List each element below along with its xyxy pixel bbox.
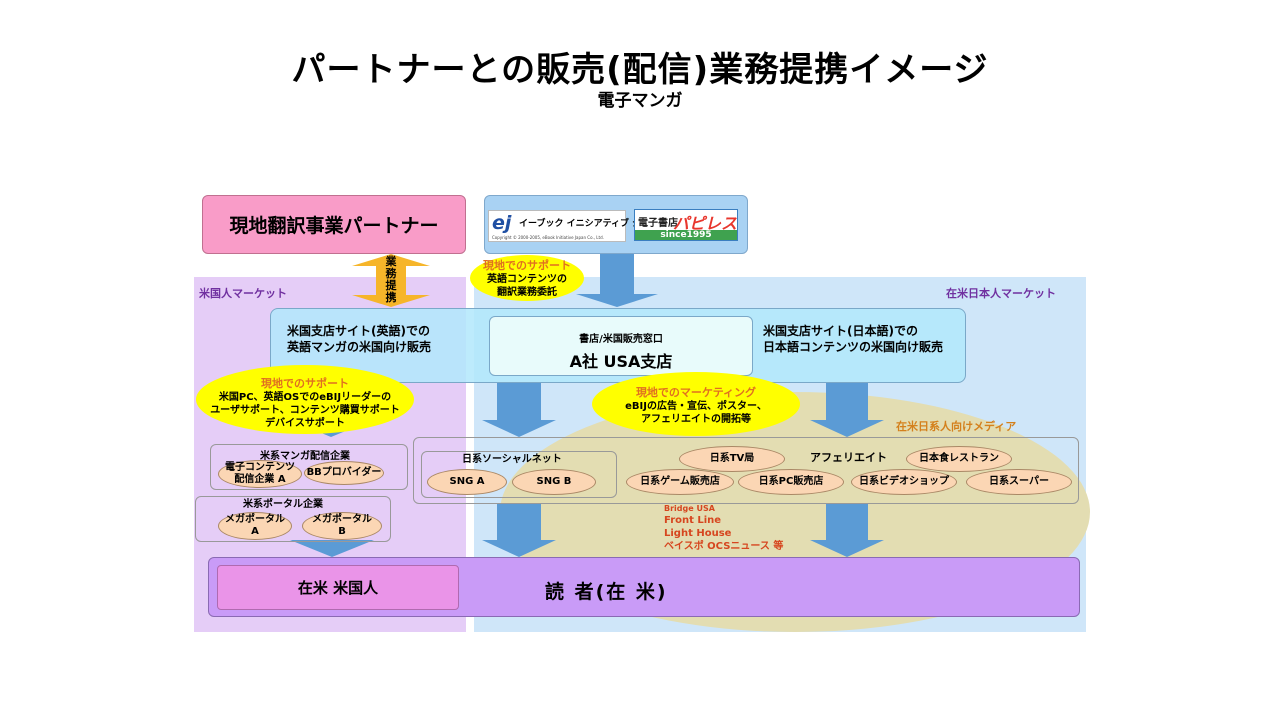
support-line: 英語コンテンツの [487, 274, 567, 285]
sng-a-pill: SNG A [427, 469, 507, 495]
alliance-char: 提 [385, 279, 397, 292]
japanese-site-line: 日本語コンテンツの米国向け販売 [763, 340, 944, 354]
english-site-line: 英語マンガの米国向け販売 [287, 340, 432, 354]
affiliate-label: アフェリエイト [810, 451, 887, 464]
alliance-double-arrow [352, 254, 430, 307]
us-portal-group [195, 496, 391, 542]
ebook-initiative-logo: ej イーブック イニシアティブ ジャパン Copyright © 2000-2… [488, 210, 668, 242]
arrow-right-bottom [810, 504, 884, 557]
content-distributor-a-pill: 電子コンテンツ 配信企業 A [218, 460, 302, 488]
japanese-site-line: 米国支店サイト(日本語)での [763, 324, 918, 338]
support-heading: 現地でのサポート [261, 377, 349, 390]
alliance-char: 業 [385, 255, 397, 268]
papyless-since: since1995 [635, 230, 737, 240]
us-market-label: 米国人マーケット [199, 287, 287, 300]
alliance-char: 携 [385, 291, 397, 304]
page-title: パートナーとの販売(配信)業務提携イメージ [291, 50, 989, 90]
ej-name: イーブック イニシアティブ ジャパン [519, 219, 669, 229]
support-line: 翻訳業務委託 [497, 287, 557, 298]
mega-portal-a-pill: メガポータル A [218, 512, 292, 540]
papyless-name: パピレス [673, 214, 738, 233]
game-store-pill: 日系ゲーム販売店 [626, 469, 734, 495]
papyless-logo: 電子書店 パピレス since1995 [634, 209, 738, 241]
pill-line: メガポータル [312, 514, 372, 525]
social-network-label: 日系ソーシャルネット [462, 454, 562, 465]
translation-partner-box: 現地翻訳事業パートナー [202, 195, 466, 254]
support-heading: 現地でのサポート [483, 259, 571, 272]
translation-support-ellipse: 現地でのサポート 英語コンテンツの 翻訳業務委託 [470, 255, 584, 301]
arrow-right-mid [810, 383, 884, 437]
restaurant-pill: 日本食レストラン [906, 446, 1012, 472]
us-portal-label: 米系ポータル企業 [243, 499, 323, 510]
marketing-line: アフェリエイトの開拓等 [641, 414, 751, 425]
us-manga-label: 米系マンガ配信企業 [260, 451, 350, 462]
support-line: デバイスサポート [265, 418, 345, 429]
bb-provider-pill: BBプロバイダー [304, 461, 384, 485]
readers-label: 読 者(在 米) [545, 581, 668, 603]
pill-line: A [251, 526, 259, 537]
pc-store-pill: 日系PC販売店 [738, 469, 844, 495]
pill-line: 電子コンテンツ [225, 462, 295, 473]
branch-name: A社 USA支店 [569, 352, 673, 371]
english-site-description: 米国支店サイト(英語)での 英語マンガの米国向け販売 [287, 323, 431, 355]
pill-line: B [338, 526, 346, 537]
japanese-channels-group [413, 437, 1079, 504]
user-support-ellipse: 現地でのサポート 米国PC、英語OSでのeBIJリーダーの ユーザサポート、コン… [196, 365, 414, 434]
us-manga-distributor-group [210, 444, 408, 490]
ej-mark: ej [492, 212, 512, 234]
video-shop-pill: 日系ビデオショップ [851, 469, 957, 495]
alliance-label: 業 務 提 携 [384, 256, 398, 304]
arrow-logos-down [576, 254, 658, 307]
arrow-left-bottom [290, 540, 374, 557]
arrow-center-mid [482, 383, 556, 437]
support-line: ユーザサポート、コンテンツ購買サポート [210, 405, 400, 416]
usa-branch-box: 書店/米国販売窓口 A社 USA支店 [489, 316, 753, 376]
supermarket-pill: 日系スーパー [966, 469, 1072, 495]
pill-line: 配信企業 A [234, 474, 286, 485]
alliance-char: 務 [385, 267, 397, 280]
media-item: Bridge USA [664, 504, 715, 513]
page-subtitle: 電子マンガ [597, 91, 683, 111]
arrow-center-bottom [482, 504, 556, 557]
media-item: Front Line [664, 515, 722, 526]
media-list: Bridge USA Front Line Light House ベイスポ O… [664, 503, 783, 553]
japanese-market-label: 在米日本人マーケット [946, 287, 1056, 300]
tv-station-pill: 日系TV局 [679, 446, 785, 472]
us-readers-box: 在米 米国人 [217, 565, 459, 610]
media-item: ベイスポ OCSニュース 等 [664, 541, 784, 552]
papyless-top-text: 電子書店 [638, 218, 678, 229]
social-network-group [421, 451, 617, 498]
media-label: 在米日系人向けメディア [896, 420, 1017, 433]
english-site-line: 米国支店サイト(英語)での [287, 324, 430, 338]
mega-portal-b-pill: メガポータル B [302, 512, 382, 540]
media-item: Light House [664, 528, 732, 539]
sng-b-pill: SNG B [512, 469, 596, 495]
japanese-site-description: 米国支店サイト(日本語)での 日本語コンテンツの米国向け販売 [763, 323, 943, 355]
support-line: 米国PC、英語OSでのeBIJリーダーの [218, 392, 392, 403]
marketing-ellipse: 現地でのマーケティング eBIJの広告・宣伝、ポスター、 アフェリエイトの開拓等 [592, 372, 800, 436]
pill-line: メガポータル [225, 514, 285, 525]
marketing-line: eBIJの広告・宣伝、ポスター、 [625, 401, 767, 412]
ej-copyright: Copyright © 2000-2005, eBook Initiative … [492, 235, 604, 240]
branch-role: 書店/米国販売窓口 [579, 334, 663, 345]
marketing-heading: 現地でのマーケティング [635, 386, 757, 399]
